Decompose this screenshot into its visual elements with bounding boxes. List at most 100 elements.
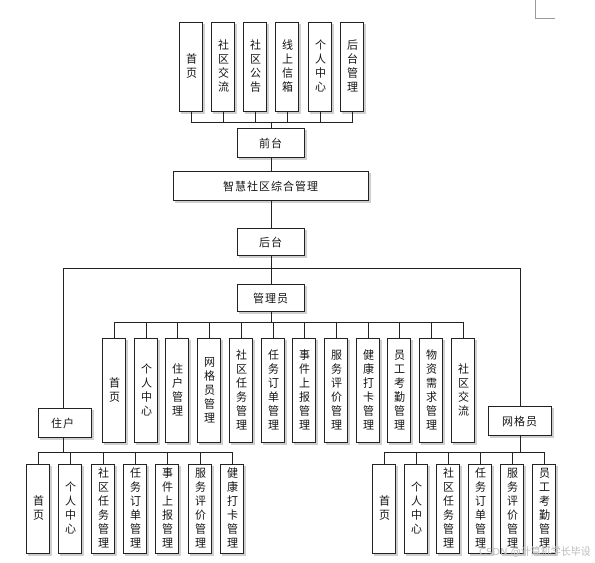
frontend-module-2-label: 社区交流: [216, 39, 230, 95]
resident-module-4: 任务订单管理: [123, 464, 147, 554]
frontend-module-1-label: 首页: [184, 53, 198, 81]
resident-module-2-label: 个人中心: [63, 481, 77, 537]
admin-module-connector-7: [304, 322, 305, 338]
admin-module-connector-10: [399, 322, 400, 338]
role-bus-to-resident-line: [63, 268, 64, 408]
grid-modules-bus: [384, 452, 545, 453]
admin-module-3-label: 住户管理: [170, 362, 184, 419]
grid-module-5-label: 服务评价管理: [505, 467, 519, 551]
resident-module-1-label: 首页: [31, 495, 45, 523]
resident-module-connector-7: [232, 452, 233, 464]
admin-module-connector-5: [241, 322, 242, 338]
admin-module-7: 事件上报管理: [292, 338, 316, 443]
resident-module-5-label: 事件上报管理: [160, 467, 174, 551]
admin-module-connector-4: [209, 322, 210, 338]
backend-node: 后台: [237, 228, 305, 256]
resident-module-connector-4: [135, 452, 136, 464]
resident-module-1: 首页: [26, 464, 50, 554]
resident-module-connector-2: [70, 452, 71, 464]
admin-module-connector-8: [336, 322, 337, 338]
admin-module-connector-2: [146, 322, 147, 338]
admin-module-1-label: 首页: [107, 376, 121, 405]
resident-module-connector-5: [167, 452, 168, 464]
grid-module-3-label: 社区任务管理: [441, 467, 455, 551]
grid-module-connector-1: [384, 452, 385, 464]
frontend-module-5: 个人中心: [308, 22, 332, 112]
frontend-module-4-label: 线上信箱: [280, 39, 294, 95]
resident-module-6-label: 服务评价管理: [193, 467, 207, 551]
resident-module-7-label: 健康打卡管理: [225, 467, 239, 551]
grid-module-connector-4: [480, 452, 481, 464]
frontend-module-6-label: 后台管理: [345, 39, 359, 95]
admin-module-4: 网格员管理: [197, 338, 221, 443]
backend-to-roles-line: [271, 256, 272, 268]
grid-module-5: 服务评价管理: [500, 464, 524, 554]
frontend-modules-bus: [191, 122, 353, 123]
admin-modules-bus: [114, 322, 464, 323]
grid-module-connector-2: [416, 452, 417, 464]
resident-module-5: 事件上报管理: [155, 464, 179, 554]
admin-module-8-label: 服务评价管理: [329, 348, 343, 433]
admin-module-10: 员工考勤管理: [387, 338, 411, 443]
frontend-module-5-label: 个人中心: [313, 39, 327, 95]
grid-worker-node: 网格员: [488, 406, 552, 436]
resident-module-6: 服务评价管理: [188, 464, 212, 554]
frontend-node: 前台: [237, 128, 305, 158]
resident-module-3-label: 社区任务管理: [96, 467, 110, 551]
watermark: CSDN @计算机学长毕设: [479, 547, 591, 558]
grid-module-3: 社区任务管理: [436, 464, 460, 554]
grid-module-6: 员工考勤管理: [532, 464, 556, 554]
resident-module-connector-6: [200, 452, 201, 464]
role-bus-to-grid-line: [520, 268, 521, 406]
grid-module-1-label: 首页: [377, 495, 391, 523]
resident-module-2: 个人中心: [58, 464, 82, 554]
frontend-module-connector-2: [223, 112, 224, 122]
admin-module-9-label: 健康打卡管理: [361, 348, 375, 433]
admin-module-connector-6: [273, 322, 274, 338]
frontend-module-connector-6: [352, 112, 353, 122]
grid-module-1: 首页: [372, 464, 396, 554]
resident-module-connector-1: [38, 452, 39, 464]
grid-module-4: 任务订单管理: [468, 464, 492, 554]
resident-module-connector-3: [103, 452, 104, 464]
admin-module-8: 服务评价管理: [324, 338, 348, 443]
admin-module-7-label: 事件上报管理: [297, 348, 311, 433]
frontend-module-2: 社区交流: [211, 22, 235, 112]
grid-module-2: 个人中心: [404, 464, 428, 554]
admin-module-9: 健康打卡管理: [356, 338, 380, 443]
admin-module-10-label: 员工考勤管理: [392, 348, 406, 433]
admin-module-2: 个人中心: [134, 338, 158, 443]
frontend-module-3-label: 社区公告: [248, 39, 262, 95]
admin-module-11-label: 物资需求管理: [424, 348, 438, 433]
frontend-to-system-line: [271, 158, 272, 171]
admin-module-2-label: 个人中心: [139, 362, 153, 419]
admin-module-3: 住户管理: [165, 338, 189, 443]
resident-module-7: 健康打卡管理: [220, 464, 244, 554]
admin-module-11: 物资需求管理: [419, 338, 443, 443]
admin-module-connector-11: [431, 322, 432, 338]
frontend-module-6: 后台管理: [340, 22, 364, 112]
admin-module-connector-3: [177, 322, 178, 338]
role-bus: [63, 268, 521, 269]
admin-module-6-label: 任务订单管理: [266, 348, 280, 433]
frontend-module-connector-5: [320, 112, 321, 122]
page-corner-mark: [535, 0, 555, 19]
resident-module-4-label: 任务订单管理: [128, 467, 142, 551]
resident-drop-line: [63, 438, 64, 452]
admin-module-12-label: 社区交流: [456, 362, 470, 419]
admin-module-5: 社区任务管理: [229, 338, 253, 443]
system-to-backend-line: [271, 201, 272, 228]
grid-module-connector-6: [544, 452, 545, 464]
grid-module-6-label: 员工考勤管理: [537, 467, 551, 551]
admin-module-12: 社区交流: [451, 338, 475, 443]
grid-module-2-label: 个人中心: [409, 481, 423, 537]
grid-module-connector-3: [448, 452, 449, 464]
admin-module-connector-9: [368, 322, 369, 338]
resident-node: 住户: [38, 408, 92, 438]
frontend-bus-drop: [271, 122, 272, 128]
role-bus-to-admin-line: [271, 268, 272, 284]
grid-worker-drop-line: [520, 436, 521, 452]
resident-module-3: 社区任务管理: [91, 464, 115, 554]
admin-module-4-label: 网格员管理: [202, 355, 216, 426]
